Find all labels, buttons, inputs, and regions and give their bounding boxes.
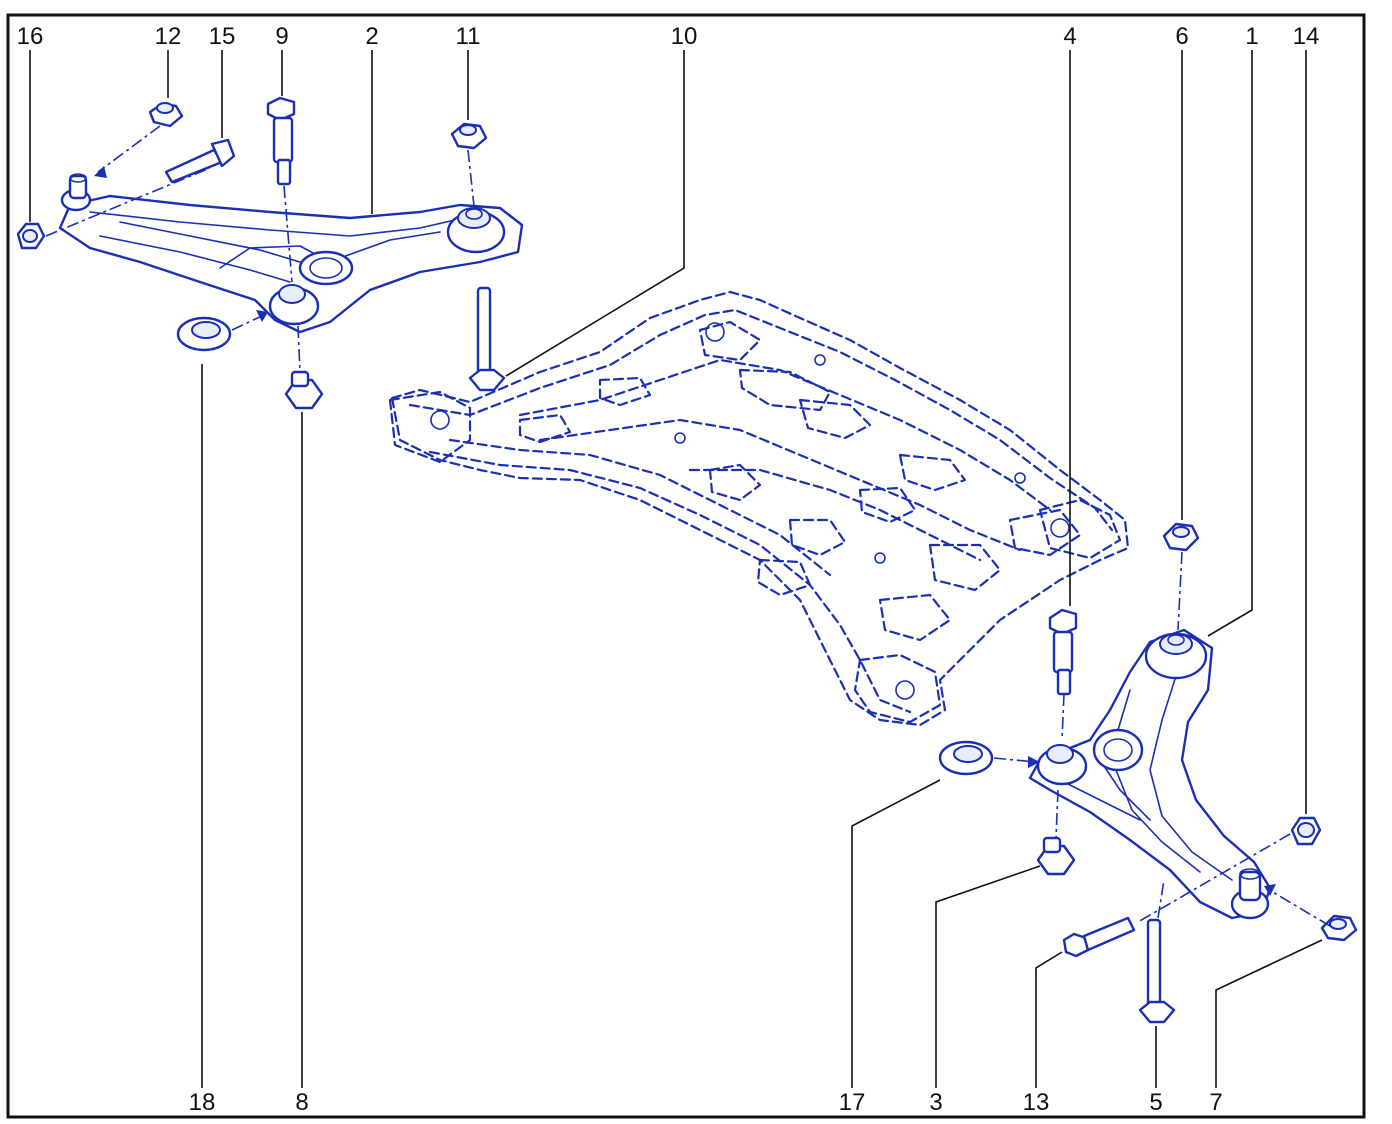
fasteners-left bbox=[16, 96, 506, 410]
fasteners-right bbox=[938, 522, 1358, 1024]
callout-18: 18 bbox=[189, 1089, 216, 1116]
callout-13: 13 bbox=[1023, 1089, 1050, 1116]
callout-16: 16 bbox=[17, 23, 44, 50]
callout-3: 3 bbox=[929, 1089, 942, 1116]
callout-6: 6 bbox=[1175, 23, 1188, 50]
callout-labels: 16 12 15 9 2 11 10 4 6 1 14 18 8 17 3 13… bbox=[17, 23, 1320, 1116]
callout-15: 15 bbox=[209, 23, 236, 50]
callout-5: 5 bbox=[1149, 1089, 1162, 1116]
callout-17: 17 bbox=[839, 1089, 866, 1116]
callout-14: 14 bbox=[1293, 23, 1320, 50]
callout-4: 4 bbox=[1063, 23, 1076, 50]
diagram-frame bbox=[6, 13, 1366, 1119]
callout-10: 10 bbox=[671, 23, 698, 50]
callout-1: 1 bbox=[1245, 23, 1258, 50]
callout-8: 8 bbox=[295, 1089, 308, 1116]
callout-9: 9 bbox=[275, 23, 288, 50]
callout-2: 2 bbox=[365, 23, 378, 50]
subframe bbox=[388, 290, 1130, 727]
callout-11: 11 bbox=[456, 23, 481, 50]
callout-7: 7 bbox=[1209, 1089, 1222, 1116]
lower-control-arm-left bbox=[58, 173, 524, 334]
leader-lines bbox=[29, 50, 1323, 1088]
callout-12: 12 bbox=[155, 23, 182, 50]
lower-control-arm-right bbox=[1028, 628, 1272, 920]
